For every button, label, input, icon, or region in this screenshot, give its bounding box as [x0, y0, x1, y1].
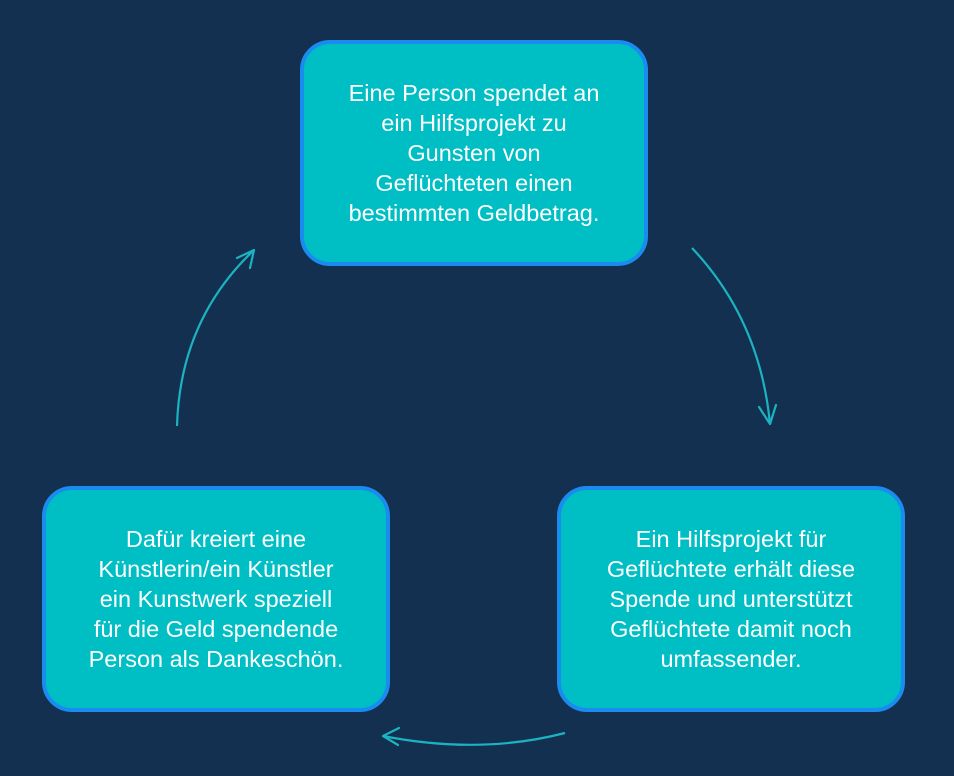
cycle-node-artwork: Dafür kreiert eine Künstlerin/ein Künstl…	[42, 486, 390, 712]
arrow-left-to-top	[175, 248, 256, 427]
arrow-top-to-right	[691, 247, 778, 426]
cycle-node-aid-project: Ein Hilfsprojekt für Geflüchtete erhält …	[557, 486, 905, 712]
cycle-node-aid-project-text: Ein Hilfsprojekt für Geflüchtete erhält …	[606, 526, 856, 672]
cycle-node-donation: Eine Person spendet an ein Hilfsprojekt …	[300, 40, 648, 266]
arrow-right-to-left	[381, 726, 566, 747]
cycle-node-donation-text: Eine Person spendet an ein Hilfsprojekt …	[348, 80, 600, 226]
cycle-node-artwork-text: Dafür kreiert eine Künstlerin/ein Künstl…	[88, 526, 344, 672]
